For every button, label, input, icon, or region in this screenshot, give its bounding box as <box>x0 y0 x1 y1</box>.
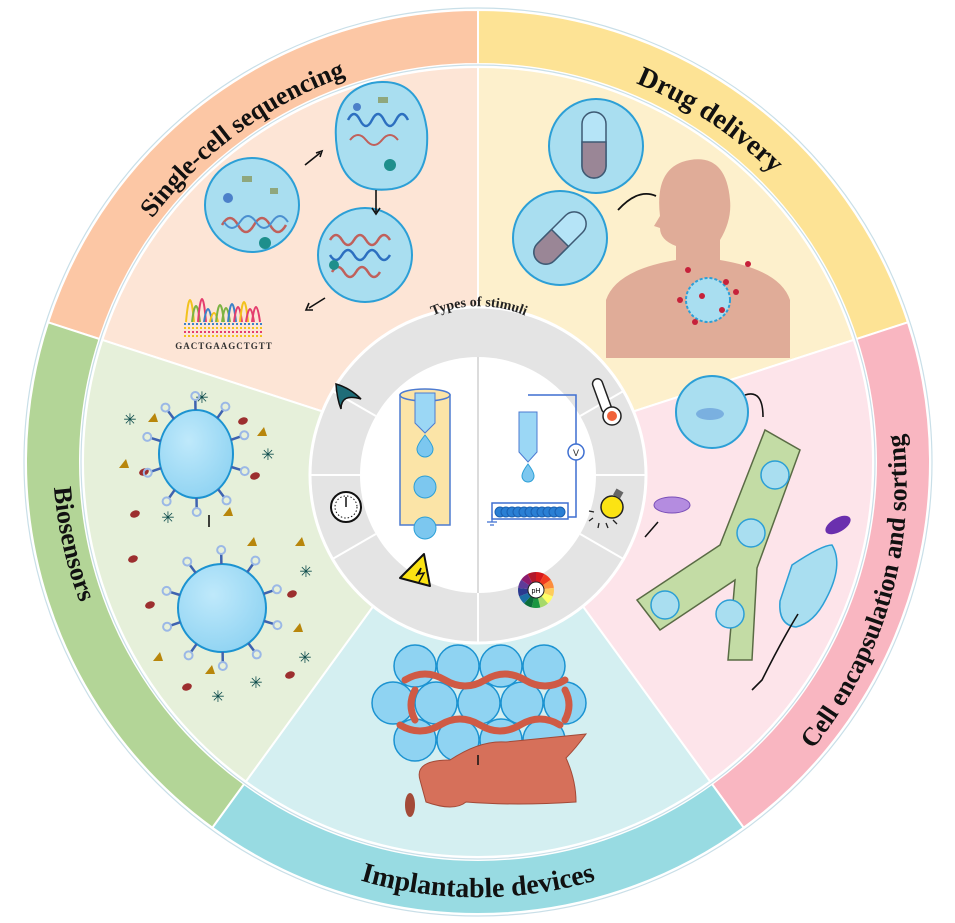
scaffold-droplet <box>393 644 437 688</box>
hub-divider <box>332 533 377 560</box>
antibody-icon <box>167 489 176 499</box>
light-bulb-icon <box>588 488 624 529</box>
antibody-icon <box>170 621 181 627</box>
sequencing-illustration: GACTGAAGCTGTT <box>175 81 429 351</box>
ph-color-sector <box>531 590 541 608</box>
analyte-oval-icon <box>238 417 248 425</box>
amplified-cell-droplet <box>317 207 413 303</box>
pressure-gauge-icon <box>330 491 362 523</box>
analyte-triangle-icon <box>119 459 129 468</box>
analyte-oval-icon <box>130 510 140 518</box>
analyte-star-icon: ✳ <box>123 412 136 429</box>
analyte-triangle-icon <box>148 413 158 422</box>
analyte-oval-icon <box>145 601 155 609</box>
implant-illustration <box>371 644 587 762</box>
capsule-droplet <box>548 98 644 194</box>
hydrogel-patch <box>779 544 838 628</box>
bacterium <box>653 496 691 514</box>
biosensor-illustration: ✳✳✳✳✳✳✳✳ <box>119 390 313 706</box>
antibody-icon <box>230 465 242 472</box>
dna-sequence-text: GACTGAAGCTGTT <box>175 341 273 351</box>
high-voltage-icon <box>399 553 431 587</box>
process-arrows <box>304 149 381 311</box>
hub-divider <box>579 533 624 560</box>
antibody-icon <box>263 589 274 595</box>
antibody-icon <box>166 410 175 420</box>
tissue-graft <box>418 733 588 808</box>
antibody-icon <box>150 436 162 443</box>
human-silhouette <box>606 159 790 358</box>
analyte-star-icon: ✳ <box>161 510 174 527</box>
co-flow-device <box>399 388 451 540</box>
antibody-icon <box>246 563 255 573</box>
ph-wheel-icon: pH <box>518 572 554 608</box>
analyte-oval-icon <box>182 683 192 691</box>
stimuli-hub: Types of stimuli V <box>308 295 648 645</box>
drug-delivery-illustration <box>512 98 790 358</box>
analyte-star-icon: ✳ <box>261 447 274 464</box>
lysed-cell-droplet <box>334 81 429 191</box>
cell-droplet <box>204 157 300 253</box>
ring-outline <box>23 7 933 917</box>
cell-network <box>396 670 573 735</box>
analyte-triangle-icon <box>257 427 267 436</box>
ph-label: pH <box>532 588 541 595</box>
analyte-star-icon: ✳ <box>298 650 311 667</box>
antibody-icon <box>217 488 226 498</box>
cell-sorting-illustration <box>635 375 851 691</box>
capsule-droplet <box>512 190 608 286</box>
sequencing-chromatogram: GACTGAAGCTGTT <box>175 298 273 351</box>
electrospray-device: V <box>487 394 585 526</box>
bound-sensor-droplet <box>158 409 234 499</box>
antibody-icon <box>151 467 162 473</box>
voltage-label: V <box>573 448 579 458</box>
antibody-icon <box>189 643 198 653</box>
segment-band-biosensor <box>25 321 246 830</box>
antibody-icon <box>247 642 256 652</box>
sensor-droplet <box>177 563 267 653</box>
magnet-icon <box>335 382 362 410</box>
antibody-icon <box>170 590 181 597</box>
analyte-oval-icon <box>128 555 138 563</box>
voltmeter-icon <box>567 443 585 461</box>
analyte-oval-icon <box>285 671 295 679</box>
analyte-triangle-icon <box>247 537 257 546</box>
analyte-triangle-icon <box>205 665 215 674</box>
thermometer-icon <box>591 378 622 426</box>
collected-droplet <box>554 506 566 518</box>
analyte-triangle-icon <box>293 623 303 632</box>
analyte-triangle-icon <box>153 652 163 661</box>
analyte-triangle-icon <box>295 537 305 546</box>
delivery-arrow <box>617 192 657 211</box>
antibody-icon <box>230 435 241 441</box>
analyte-oval-icon <box>287 590 297 598</box>
analyte-oval-icon <box>250 472 260 480</box>
analyte-star-icon: ✳ <box>299 564 312 581</box>
antibody-icon <box>216 409 225 419</box>
analyte-triangle-icon <box>223 507 233 516</box>
analyte-star-icon: ✳ <box>249 675 262 692</box>
analyte-star-icon: ✳ <box>211 689 224 706</box>
ring-outline <box>80 64 876 860</box>
antibody-icon <box>263 619 274 626</box>
antibody-icon <box>188 564 197 574</box>
